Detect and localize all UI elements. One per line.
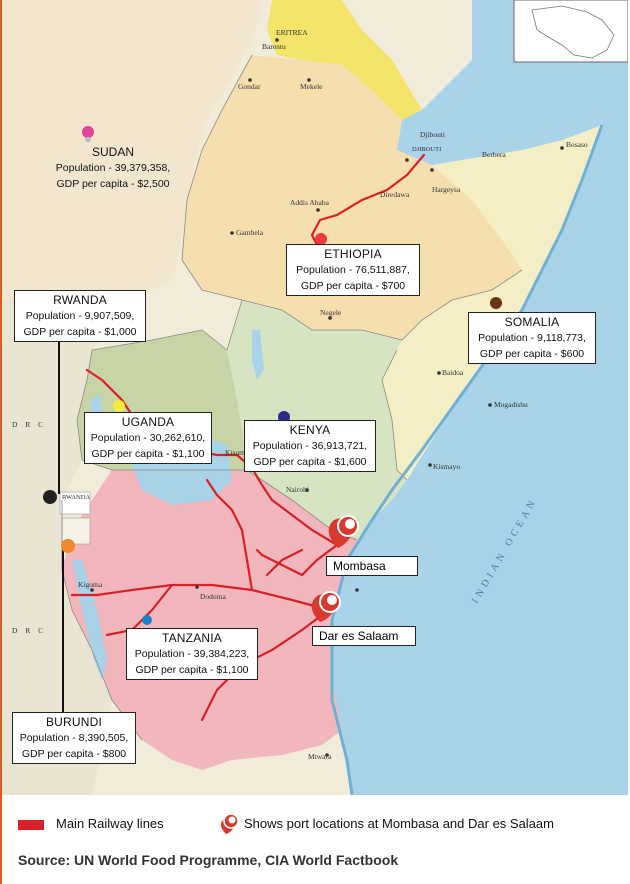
map-label-bosaso: Bosaso — [566, 140, 588, 149]
ethiopia-region — [182, 55, 522, 340]
burundi-leader-line — [62, 546, 64, 712]
ethiopia-population: Population - 76,511,887, — [296, 264, 410, 276]
kenya-label: KENYA Population - 36,913,721, GDP per c… — [244, 420, 376, 472]
map-label-rwanda: RWANDA — [62, 494, 91, 501]
railway-djibouti-addis — [310, 153, 426, 247]
ethiopia-dot — [315, 233, 327, 245]
railway-lines — [70, 153, 426, 722]
rwanda-dot — [43, 490, 57, 504]
dar-es-salaam-label: Dar es Salaam — [312, 626, 416, 646]
map-label-drc-south: D R C — [12, 626, 47, 635]
lake-turkana — [252, 330, 264, 380]
map-label-kigoma: Kigoma — [78, 580, 103, 589]
map-label-baidoa: Baidoa — [442, 368, 464, 377]
burundi-label: BURUNDI Population - 8,390,505, GDP per … — [12, 712, 136, 764]
somalia-dot — [490, 297, 502, 309]
burundi-dot — [61, 539, 75, 553]
map-label-gambela: Gambela — [236, 228, 264, 237]
map-label-mogadishu: Mogadishu — [494, 400, 528, 409]
inset-africa-shape — [531, 5, 615, 59]
sudan-region — [2, 0, 262, 300]
map-label-kismayo: Kismayo — [433, 462, 461, 471]
railway-tanzania-link — [265, 548, 304, 577]
map-label-gondar: Gondar — [238, 82, 261, 91]
country-dots — [43, 126, 502, 625]
mombasa-label: Mombasa — [326, 556, 418, 576]
railway-legend-swatch — [18, 820, 44, 830]
uganda-label: UGANDA Population - 30,262,610, GDP per … — [84, 412, 212, 464]
map-label-dodoma: Dodoma — [200, 592, 226, 601]
tanzania-population: Population - 39,384,223, — [134, 648, 250, 660]
uganda-population: Population - 30,262,610, — [90, 432, 206, 444]
map-label-dire-dawa: Diredawa — [380, 190, 410, 199]
map-label-barentu: Barentu — [262, 42, 286, 51]
somalia-name: SOMALIA — [504, 315, 560, 329]
tanzania-name: TANZANIA — [161, 631, 223, 645]
uganda-gdp: GDP per capita - $1,100 — [91, 448, 205, 460]
tanzania-gdp: GDP per capita - $1,100 — [135, 664, 249, 676]
burundi-gdp: GDP per capita - $800 — [21, 748, 127, 760]
eritrea-region — [267, 0, 422, 120]
drc-region — [2, 290, 112, 795]
tanzania-dot — [142, 615, 152, 625]
map-label-hargeysa: Hargeysa — [432, 185, 461, 194]
rwanda-population: Population - 9,907,509, — [25, 310, 135, 322]
kenya-population: Population - 36,913,721, — [252, 440, 368, 452]
kenya-gdp: GDP per capita - $1,600 — [253, 456, 367, 468]
sudan-label: SUDAN Population - 39,379,358, GDP per c… — [50, 144, 176, 192]
railway-legend-label: Main Railway lines — [56, 816, 164, 831]
map-legend: Main Railway lines Shows port locations … — [18, 812, 618, 838]
map-label-kisumu: Kisumu — [225, 448, 249, 457]
source-credit: Source: UN World Food Programme, CIA Wor… — [18, 852, 399, 868]
rwanda-label: RWANDA Population - 9,907,509, GDP per c… — [14, 290, 146, 342]
map-label-nairobi: Nairobi — [286, 485, 309, 494]
map-label-mekele: Mekele — [300, 82, 323, 91]
map-label-djibouti: Djibouti — [420, 130, 446, 139]
map-label-berbera: Berbera — [482, 150, 506, 159]
mombasa-port-pin — [328, 515, 359, 548]
map-label-negele: Negele — [320, 308, 342, 317]
rwanda-region — [59, 491, 91, 515]
map-label-drc: D R C — [12, 420, 47, 429]
uganda-dot — [113, 400, 125, 412]
map-label-mtwara: Mtwara — [308, 752, 332, 761]
uganda-name: UGANDA — [121, 415, 175, 429]
ethiopia-name: ETHIOPIA — [324, 247, 382, 261]
ethiopia-gdp: GDP per capita - $700 — [300, 280, 406, 292]
map-label-addis-ababa: Addis Ababa — [290, 198, 329, 207]
kenya-name: KENYA — [289, 423, 331, 437]
sudan-name: SUDAN — [91, 145, 134, 159]
tanzania-region — [62, 470, 357, 770]
dar-es-salaam-port-pin — [311, 591, 341, 622]
sudan-gdp: GDP per capita - $2,500 — [56, 178, 170, 190]
railway-tanzania-north — [205, 478, 254, 592]
rwanda-gdp: GDP per capita - $1,000 — [23, 326, 137, 338]
railway-tanzania-central — [70, 583, 324, 610]
ethiopia-label: ETHIOPIA Population - 76,511,887, GDP pe… — [286, 244, 420, 296]
burundi-name: BURUNDI — [45, 715, 103, 729]
coastline — [330, 124, 604, 795]
ports-legend-label: Shows port locations at Mombasa and Dar … — [244, 816, 554, 831]
somalia-gdp: GDP per capita - $600 — [479, 348, 585, 360]
railway-mombasa-coast — [255, 543, 339, 577]
burundi-population: Population - 8,390,505, — [19, 732, 129, 744]
sudan-population: Population - 39,379,358, — [55, 162, 171, 174]
port-pin-icon — [220, 813, 239, 834]
rwanda-leader-line — [58, 322, 60, 494]
lake-tanganyika — [72, 560, 107, 680]
sudan-dot — [82, 126, 94, 142]
somalia-label: SOMALIA Population - 9,118,773, GDP per … — [468, 312, 596, 364]
tanzania-label: TANZANIA Population - 39,384,223, GDP pe… — [126, 628, 258, 680]
map-label-djibouti-country: DJIBOUTI — [412, 146, 442, 153]
somalia-population: Population - 9,118,773, — [478, 332, 586, 344]
map-label-eritrea: ERITREA — [276, 28, 308, 37]
rwanda-name: RWANDA — [53, 293, 107, 307]
